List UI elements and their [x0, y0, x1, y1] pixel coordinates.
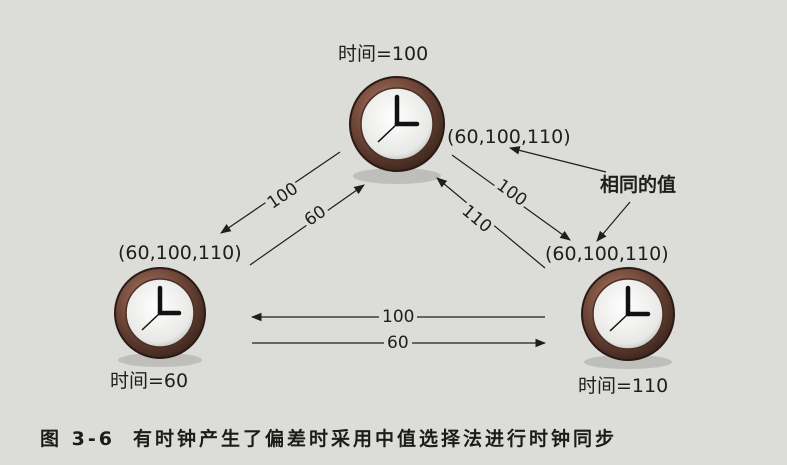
annotation-arrow-to-right-set: [596, 201, 631, 242]
clock-left-icon: [114, 267, 206, 367]
left-value-set: (60,100,110): [118, 242, 242, 264]
clock-top-icon: [349, 76, 445, 184]
figure-number: 图 3-6: [40, 428, 115, 450]
clock-left-time-label: 时间=60: [110, 370, 189, 392]
figure-caption: 图 3-6 有时钟产生了偏差时采用中值选择法进行时钟同步: [40, 424, 617, 451]
clock-top-time-label: 时间=100: [338, 43, 429, 65]
right-value-set: (60,100,110): [545, 243, 669, 265]
same-value-annotation: 相同的值: [600, 174, 677, 196]
edge-right-to-left-label: 100: [379, 309, 418, 326]
clock-right-time-label: 时间=110: [578, 375, 669, 397]
figure-caption-text: 有时钟产生了偏差时采用中值选择法进行时钟同步: [132, 428, 617, 450]
top-value-set: (60,100,110): [447, 126, 571, 148]
annotation-arrow-to-top-set: [508, 146, 607, 173]
clock-right-icon: [581, 267, 675, 369]
edge-left-to-right-label: 60: [384, 335, 412, 352]
